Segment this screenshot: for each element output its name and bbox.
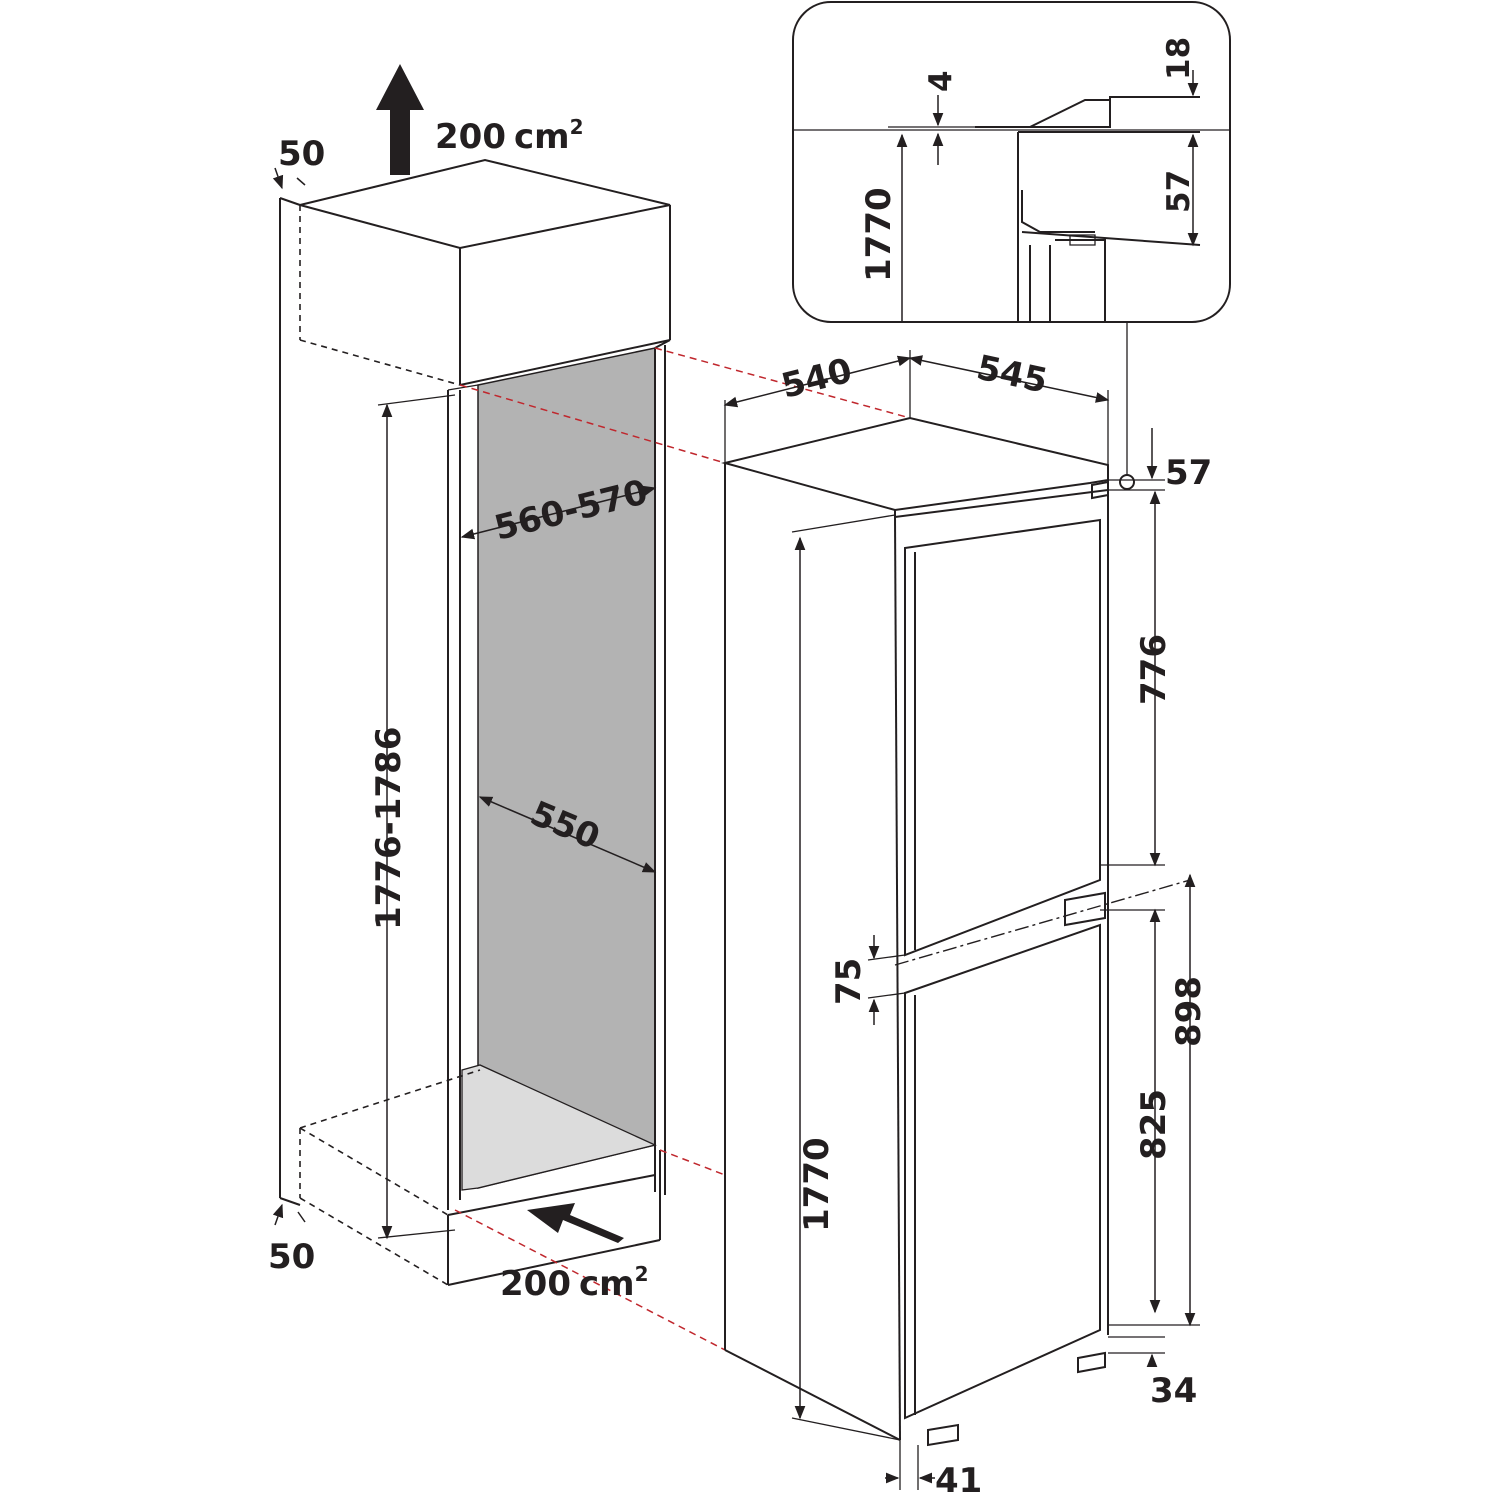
foot-offset-label: 41 [935,1461,982,1500]
lower-section-height-label: 898 [1169,976,1209,1047]
lower-door-height-label: 825 [1134,1089,1174,1160]
fridge-appliance [721,323,1191,1447]
vent-top-arrow-icon [376,64,424,175]
niche-cabinet [279,158,671,1286]
niche-floor [461,1064,657,1191]
hinge-detail-inset [792,1,1231,323]
niche-offset-bottom-label: 50 [268,1237,315,1277]
vent-bottom-arrow-icon [527,1203,624,1243]
detail-gap-18-label: 18 [1161,37,1197,80]
detail-height-label: 1770 [859,187,899,282]
appliance-depth-label: 545 [973,348,1051,402]
appliance-width-label: 540 [778,351,857,407]
detail-gap-57-label: 57 [1161,170,1197,213]
plinth-height-label: 34 [1150,1371,1197,1411]
niche-dimensions [272,167,657,1240]
appliance-dimensions [723,350,1200,1490]
door-gap-label: 75 [829,958,869,1005]
top-gap-label: 57 [1165,453,1212,493]
upper-door-height-label: 776 [1134,634,1174,705]
niche-back-panel [477,347,656,1189]
niche-offset-top-label: 50 [278,134,325,174]
niche-height-label: 1776-1786 [369,727,409,930]
appliance-height-label: 1770 [797,1137,837,1232]
detail-gap-4-label: 4 [923,70,959,92]
